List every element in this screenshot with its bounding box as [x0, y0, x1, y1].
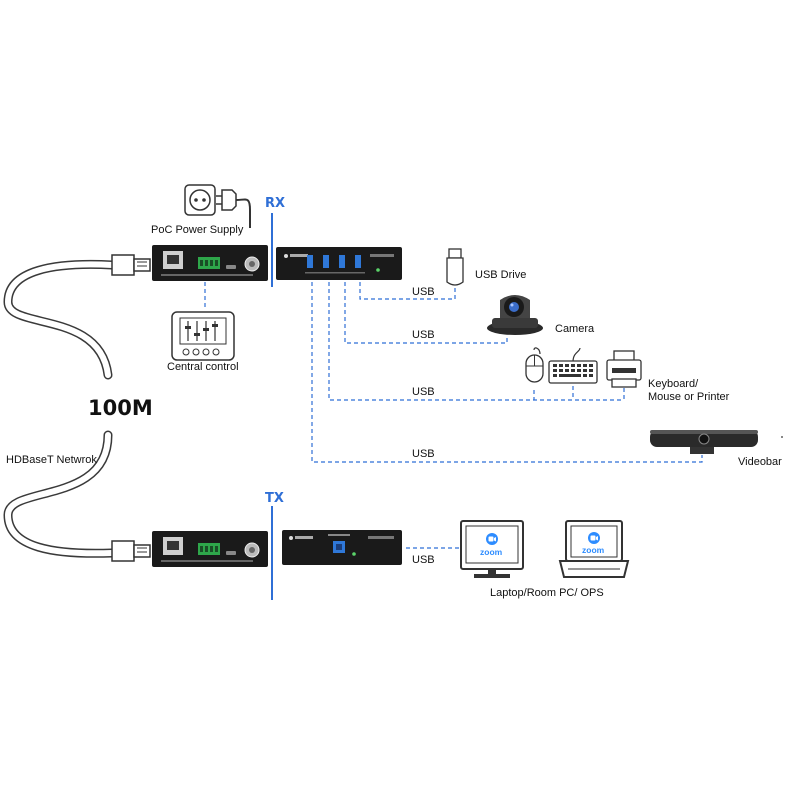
ptz-camera-icon	[487, 295, 543, 335]
laptop-label: Laptop/Room PC/ OPS	[490, 587, 604, 599]
rj45-plug-rx	[111, 254, 151, 276]
tx-extender-back	[152, 531, 268, 567]
usb-camera-link-label: USB	[412, 329, 435, 341]
usb-drive-link-label: USB	[412, 286, 435, 298]
camera-label: Camera	[555, 323, 595, 335]
tx-usb-host-device	[282, 530, 402, 565]
usb-videobar-link-label: USB	[412, 448, 435, 460]
tx-label: TX	[265, 491, 284, 506]
power-socket-icon	[184, 184, 216, 216]
usb-links-rx	[311, 282, 703, 463]
central-control-label: Central control	[167, 361, 239, 373]
usb-drive-icon	[446, 248, 464, 286]
mouse-icon	[525, 347, 544, 383]
rx-usb-hub	[276, 247, 402, 280]
rj45-plug-tx	[111, 540, 151, 562]
zoom-logo-icon: zoom	[480, 533, 503, 557]
keyboard-icon	[548, 347, 598, 384]
printer-icon	[606, 350, 642, 388]
power-plug-icon	[216, 189, 251, 228]
poc-power-supply-label: PoC Power Supply	[151, 224, 244, 236]
videobar-icon	[650, 430, 758, 454]
keyboard-label-line2: Mouse or Printer	[648, 391, 730, 403]
hdbaset-network-label: HDBaseT Netwrok	[6, 454, 97, 466]
keyboard-label-line1: Keyboard/	[648, 378, 699, 390]
zoom-text-right: zoom	[582, 545, 605, 555]
rx-label: RX	[265, 196, 285, 211]
usb-drive-label: USB Drive	[475, 269, 526, 281]
speed-label: 100M	[88, 396, 153, 420]
videobar-label: Videobar	[738, 456, 782, 468]
rx-extender-back	[152, 245, 268, 281]
usb-keyboard-link-label: USB	[412, 386, 435, 398]
control-panel-icon	[171, 311, 235, 361]
usb-laptop-link-label: USB	[412, 554, 435, 566]
zoom-logo-icon: zoom	[582, 532, 605, 555]
zoom-text-left: zoom	[480, 547, 503, 557]
